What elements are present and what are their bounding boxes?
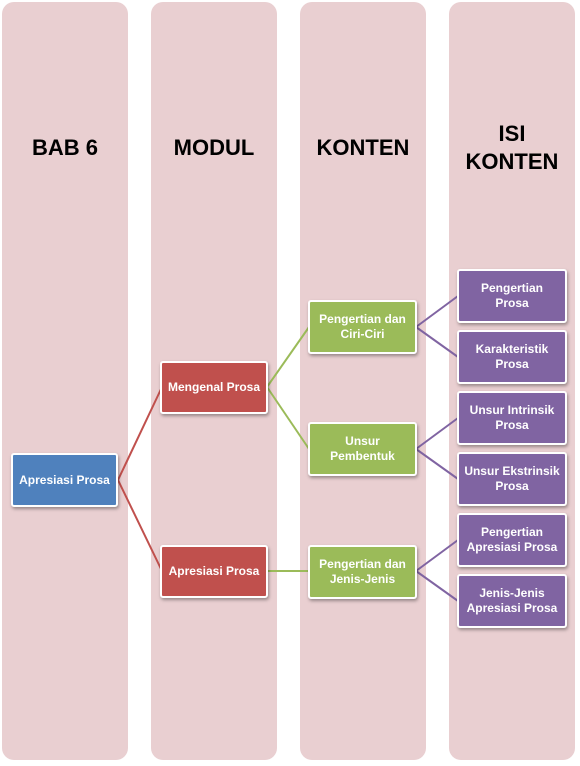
node-apresiasi-prosa-root[interactable]: Apresiasi Prosa bbox=[11, 453, 118, 507]
connector-modul-1-konten-2 bbox=[266, 386, 310, 450]
column-title-konten: KONTEN bbox=[316, 135, 410, 160]
node-unsur-ekstrinsik-prosa[interactable]: Unsur Ekstrinsik Prosa bbox=[457, 452, 567, 506]
node-jenis-jenis-apresiasi-prosa[interactable]: Jenis-Jenis Apresiasi Prosa bbox=[457, 574, 567, 628]
node-pengertian-apresiasi-prosa[interactable]: Pengertian Apresiasi Prosa bbox=[457, 513, 567, 567]
node-pengertian-dan-jenis-jenis[interactable]: Pengertian dan Jenis-Jenis bbox=[308, 545, 417, 599]
node-pengertian-dan-ciri-ciri[interactable]: Pengertian dan Ciri-Ciri bbox=[308, 300, 417, 354]
node-unsur-pembentuk[interactable]: Unsur Pembentuk bbox=[308, 422, 417, 476]
column-title-isi-konten: ISI KONTEN bbox=[465, 121, 559, 174]
node-unsur-intrinsik-prosa[interactable]: Unsur Intrinsik Prosa bbox=[457, 391, 567, 445]
column-title-bab: BAB 6 bbox=[31, 135, 98, 160]
connector-konten-2-isi-4 bbox=[415, 448, 459, 480]
connector-modul-1-konten-1 bbox=[266, 326, 310, 388]
connector-root-modul-1 bbox=[117, 386, 163, 481]
node-mengenal-prosa[interactable]: Mengenal Prosa bbox=[160, 361, 268, 414]
column-bab: BAB 6 bbox=[2, 2, 128, 760]
column-konten: KONTEN bbox=[300, 2, 426, 760]
connector-konten-3-isi-6 bbox=[415, 570, 459, 602]
connector-konten-3-isi-5 bbox=[415, 539, 459, 572]
node-apresiasi-prosa-modul[interactable]: Apresiasi Prosa bbox=[160, 545, 268, 598]
connector-konten-1-isi-2 bbox=[415, 326, 459, 358]
connector-konten-1-isi-1 bbox=[415, 295, 459, 328]
connector-root-modul-2 bbox=[117, 479, 163, 572]
node-pengertian-prosa[interactable]: Pengertian Prosa bbox=[457, 269, 567, 323]
node-karakteristik-prosa[interactable]: Karakteristik Prosa bbox=[457, 330, 567, 384]
column-title-modul: MODUL bbox=[173, 135, 255, 160]
connector-konten-2-isi-3 bbox=[415, 417, 459, 450]
